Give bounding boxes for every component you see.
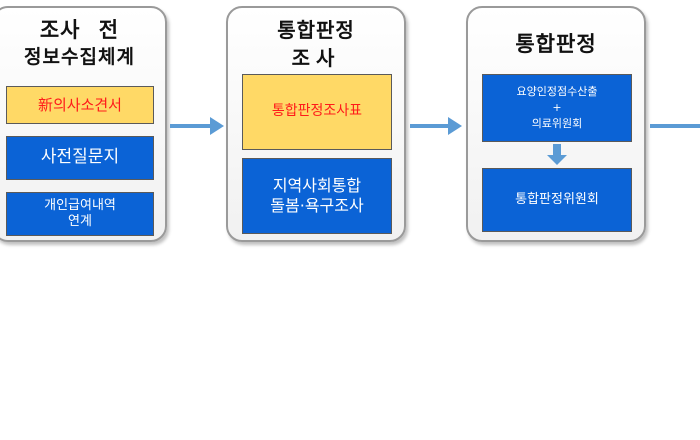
panel-integrated-assessment-survey: 통합판정 조사 통합판정조사표 지역사회통합 돌봄·욕구조사 — [226, 6, 406, 242]
panel1-title-line2: 정보수집체계 — [24, 46, 135, 68]
panel1-title-line1: 조사 전 — [39, 18, 120, 42]
flow-arrow-3-line — [650, 124, 700, 128]
pre-questionnaire-box: 사전질문지 — [6, 136, 154, 180]
community-care-needs-survey-box: 지역사회통합 돌봄·욕구조사 — [242, 158, 392, 234]
flow-arrow-2-head — [448, 117, 462, 135]
care-score-and-medical-committee-box: 요양인정점수산출 + 의료위원회 — [482, 74, 632, 142]
panel2-title-line1: 통합판정 — [277, 18, 355, 42]
panel3-title: 통합판정 — [515, 32, 597, 56]
panel-pre-survey-info-system: 조사 전 정보수집체계 新의사소견서 사전질문지 개인급여내역 연계 — [0, 6, 167, 242]
flow-arrow-1-line — [170, 124, 212, 128]
flow-arrow-1-head — [210, 117, 224, 135]
panel-integrated-assessment: 통합판정 요양인정점수산출 + 의료위원회 통합판정위원회 — [466, 6, 646, 242]
flow-arrow-2-line — [410, 124, 450, 128]
assessment-committee-box: 통합판정위원회 — [482, 168, 632, 232]
down-arrow-head — [547, 155, 567, 165]
panel2-title-line2: 조사 — [291, 46, 341, 70]
down-arrow-shaft — [553, 144, 561, 156]
new-doctor-opinion-box: 新의사소견서 — [6, 86, 154, 124]
personal-benefit-link-box: 개인급여내역 연계 — [6, 192, 154, 236]
assessment-survey-form-box: 통합판정조사표 — [242, 74, 392, 150]
